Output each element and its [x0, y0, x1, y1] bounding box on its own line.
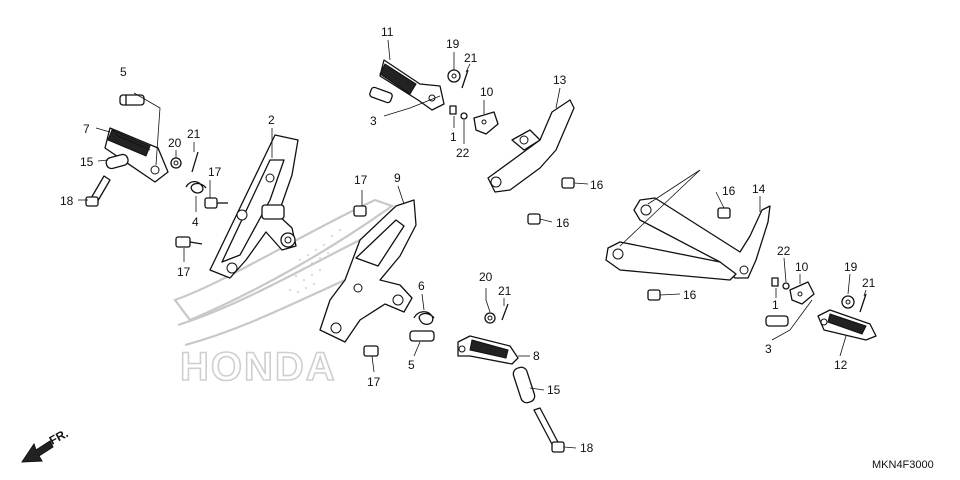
callout-3-right: 3	[765, 342, 772, 356]
cotter-21-left	[191, 151, 199, 173]
callout-21-left: 21	[187, 127, 201, 141]
bracket-13	[487, 99, 575, 193]
callout-21-right: 21	[862, 276, 876, 290]
spring-4	[185, 180, 207, 194]
collar-15-bottom	[512, 366, 536, 404]
leader-lines	[78, 39, 867, 449]
washer-20-left	[170, 157, 182, 169]
pin-3-right	[765, 315, 789, 327]
callout-8: 8	[533, 349, 540, 363]
callout-12: 12	[834, 358, 848, 372]
callout-22-top: 22	[456, 146, 470, 160]
callout-1-right: 1	[772, 298, 779, 312]
washer-19-right	[841, 295, 855, 309]
callout-labels: 5 7 15 18 20 21 17 4 2 17 11 3 19 21 10 …	[60, 25, 876, 455]
ball-22-top	[460, 112, 468, 120]
cotter-21-bottom	[501, 303, 509, 321]
callout-2: 2	[268, 113, 275, 127]
footpeg-7	[104, 127, 169, 183]
spring-6	[413, 311, 435, 326]
callout-21-bottom: 21	[498, 284, 512, 298]
bolt-17-c	[353, 205, 367, 217]
bolt-18-left	[85, 175, 111, 207]
cotter-21-top	[461, 69, 469, 89]
callout-7: 7	[83, 122, 90, 136]
callout-22-right: 22	[777, 244, 791, 258]
bolt-17-b	[175, 236, 203, 248]
dotted-pattern	[289, 229, 345, 293]
callout-19-top: 19	[446, 37, 460, 51]
callout-10-top: 10	[480, 85, 494, 99]
callout-16-d: 16	[683, 288, 697, 302]
callout-16-b: 16	[556, 216, 570, 230]
callout-3-top: 3	[370, 114, 377, 128]
figure-code: MKN4F3000	[872, 459, 934, 471]
pin-3-top	[369, 86, 393, 104]
callout-17-a: 17	[208, 165, 222, 179]
bolt-18-bottom	[533, 407, 565, 453]
callout-18-bottom: 18	[580, 441, 594, 455]
callout-13: 13	[553, 73, 567, 87]
bolt-16-a	[561, 177, 575, 189]
bolt-16-b	[527, 213, 541, 225]
callout-1-top: 1	[450, 130, 457, 144]
front-arrow-icon	[21, 440, 54, 463]
collar-15-left	[105, 153, 129, 170]
callout-20-left: 20	[168, 136, 182, 150]
callout-17-c: 17	[354, 173, 368, 187]
callout-20-bottom: 20	[479, 270, 493, 284]
bolt-16-c	[717, 207, 731, 219]
callout-17-d: 17	[367, 375, 381, 389]
bolt-16-d	[647, 289, 661, 301]
callout-5-left: 5	[120, 65, 127, 79]
bolt-17-d	[363, 345, 379, 357]
callout-10-right: 10	[795, 260, 809, 274]
callout-15-bottom: 15	[547, 383, 561, 397]
pin-5-bottom	[409, 330, 435, 342]
callout-4: 4	[192, 215, 199, 229]
washer-19-top	[447, 69, 461, 83]
callout-16-c: 16	[722, 184, 736, 198]
footpeg-8	[457, 335, 519, 365]
washer-20-bottom	[484, 312, 496, 324]
callout-19-right: 19	[844, 260, 858, 274]
pin-1-top	[449, 105, 457, 115]
bracket-2	[209, 134, 299, 279]
cotter-21-right	[859, 293, 867, 313]
ball-22-right	[782, 282, 790, 290]
callout-6: 6	[418, 279, 425, 293]
callout-11: 11	[381, 25, 394, 39]
footpeg-12	[817, 309, 877, 341]
bolt-17-a	[204, 197, 228, 209]
pin-1-right	[771, 277, 779, 287]
callout-16-a: 16	[590, 178, 604, 192]
direction-indicator: FR.	[21, 426, 70, 463]
plate-10-top	[473, 111, 499, 135]
callout-17-b: 17	[177, 265, 191, 279]
callout-21-top: 21	[464, 51, 478, 65]
bracket-9	[319, 199, 417, 343]
plate-10-right	[789, 281, 815, 305]
callout-18-left: 18	[60, 194, 74, 208]
callout-5-bottom: 5	[408, 358, 415, 372]
callout-14: 14	[752, 182, 766, 196]
watermark: HONDA	[173, 198, 395, 390]
callout-9: 9	[394, 171, 401, 185]
watermark-text: HONDA	[180, 345, 337, 389]
footpeg-11	[379, 59, 445, 111]
bracket-14	[605, 197, 771, 281]
callout-15-left: 15	[80, 155, 94, 169]
pin-5-left	[119, 94, 145, 106]
